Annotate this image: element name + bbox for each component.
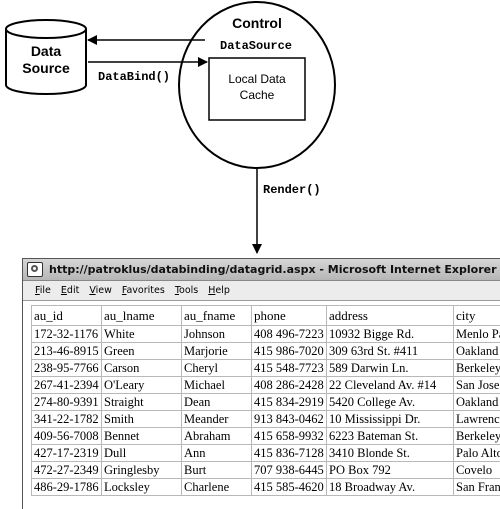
databind-method-label: DataBind() (98, 70, 170, 84)
column-header-au-lname: au_lname (102, 306, 182, 326)
cell-phone: 408 496-7223 (252, 326, 327, 343)
cell-au-fname: Marjorie (182, 343, 252, 360)
column-header-au-id: au_id (32, 306, 102, 326)
browser-window: http://patroklus/databinding/datagrid.as… (22, 258, 500, 509)
cell-au-fname: Dean (182, 394, 252, 411)
cell-au-fname: Cheryl (182, 360, 252, 377)
cell-au-id: 172-32-1176 (32, 326, 102, 343)
column-header-phone: phone (252, 306, 327, 326)
control-title: Control (232, 15, 282, 31)
cell-city: Menlo Park (454, 326, 500, 343)
cell-au-id: 213-46-8915 (32, 343, 102, 360)
cell-au-lname: Straight (102, 394, 182, 411)
browser-menu-bar: File Edit View Favorites Tools Help (23, 281, 500, 301)
cache-label-line2: Cache (240, 88, 275, 102)
cell-au-id: 486-29-1786 (32, 479, 102, 496)
cache-label-line1: Local Data (228, 72, 286, 86)
cell-au-lname: Locksley (102, 479, 182, 496)
data-source-label-line1: Data (31, 43, 62, 59)
cell-au-lname: White (102, 326, 182, 343)
cell-au-fname: Meander (182, 411, 252, 428)
cell-au-id: 427-17-2319 (32, 445, 102, 462)
cell-au-fname: Abraham (182, 428, 252, 445)
datasource-property-label: DataSource (220, 39, 292, 53)
cell-au-fname: Johnson (182, 326, 252, 343)
databinding-diagram: Control DataSource Local Data Cache Data… (0, 0, 500, 255)
menu-help[interactable]: Help (208, 285, 230, 296)
menu-edit[interactable]: Edit (61, 285, 79, 296)
menu-tools[interactable]: Tools (175, 285, 198, 296)
internet-explorer-icon (27, 262, 43, 277)
menu-view[interactable]: View (89, 285, 112, 296)
column-header-au-fname: au_fname (182, 306, 252, 326)
cell-city: Covelo (454, 462, 500, 479)
cell-phone: 408 286-2428 (252, 377, 327, 394)
cell-au-id: 267-41-2394 (32, 377, 102, 394)
cell-address: 22 Cleveland Av. #14 (327, 377, 454, 394)
cell-au-id: 341-22-1782 (32, 411, 102, 428)
cell-au-fname: Ann (182, 445, 252, 462)
data-source-label-line2: Source (22, 60, 70, 76)
menu-file[interactable]: File (35, 285, 51, 296)
cell-city: San Francisco (454, 479, 500, 496)
cell-phone: 707 938-6445 (252, 462, 327, 479)
authors-datagrid: au_id au_lname au_fname phone address ci… (31, 305, 500, 496)
cell-au-lname: Smith (102, 411, 182, 428)
datagrid-header-row: au_id au_lname au_fname phone address ci… (32, 306, 500, 326)
cell-address: 6223 Bateman St. (327, 428, 454, 445)
cell-au-fname: Michael (182, 377, 252, 394)
cell-city: Oakland (454, 343, 500, 360)
cell-city: Palo Alto (454, 445, 500, 462)
column-header-city: city (454, 306, 500, 326)
cell-au-lname: Bennet (102, 428, 182, 445)
column-header-address: address (327, 306, 454, 326)
cell-city: Lawrence (454, 411, 500, 428)
cell-au-id: 472-27-2349 (32, 462, 102, 479)
cell-au-lname: O'Leary (102, 377, 182, 394)
render-method-label: Render() (263, 183, 321, 197)
cell-phone: 913 843-0462 (252, 411, 327, 428)
cell-au-lname: Gringlesby (102, 462, 182, 479)
cell-phone: 415 658-9932 (252, 428, 327, 445)
browser-title-bar: http://patroklus/databinding/datagrid.as… (23, 259, 500, 281)
cell-phone: 415 986-7020 (252, 343, 327, 360)
cell-city: Berkeley (454, 428, 500, 445)
cell-phone: 415 585-4620 (252, 479, 327, 496)
cell-address: 309 63rd St. #411 (327, 343, 454, 360)
cell-phone: 415 834-2919 (252, 394, 327, 411)
browser-title: http://patroklus/databinding/datagrid.as… (49, 263, 497, 276)
cell-address: 10 Mississippi Dr. (327, 411, 454, 428)
cell-phone: 415 836-7128 (252, 445, 327, 462)
cell-address: PO Box 792 (327, 462, 454, 479)
cell-au-id: 238-95-7766 (32, 360, 102, 377)
cell-au-fname: Burt (182, 462, 252, 479)
cell-phone: 415 548-7723 (252, 360, 327, 377)
cell-address: 3410 Blonde St. (327, 445, 454, 462)
cell-au-lname: Dull (102, 445, 182, 462)
cell-address: 589 Darwin Ln. (327, 360, 454, 377)
cell-au-lname: Carson (102, 360, 182, 377)
cell-address: 5420 College Av. (327, 394, 454, 411)
cell-city: Berkeley (454, 360, 500, 377)
cell-address: 10932 Bigge Rd. (327, 326, 454, 343)
cell-au-id: 274-80-9391 (32, 394, 102, 411)
menu-favorites[interactable]: Favorites (122, 285, 165, 296)
cell-address: 18 Broadway Av. (327, 479, 454, 496)
cell-au-fname: Charlene (182, 479, 252, 496)
cell-au-lname: Green (102, 343, 182, 360)
cell-au-id: 409-56-7008 (32, 428, 102, 445)
cell-city: San Jose (454, 377, 500, 394)
cell-city: Oakland (454, 394, 500, 411)
